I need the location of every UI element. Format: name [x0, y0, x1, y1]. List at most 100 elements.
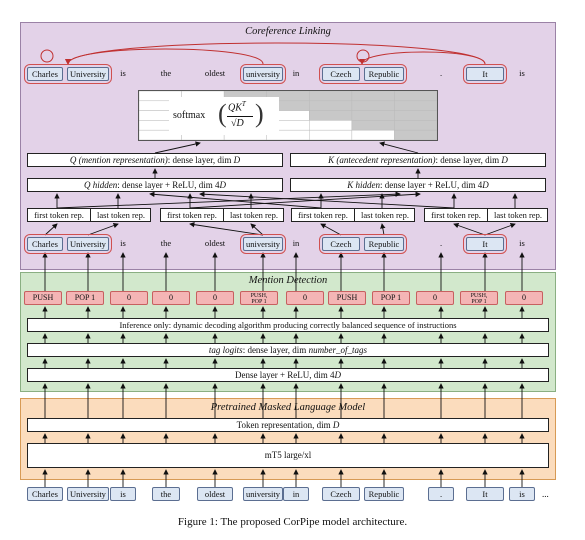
connector [189, 222, 264, 236]
connector [484, 223, 516, 236]
input-token-the-3: the [152, 487, 180, 501]
instruction-7: PUSH [328, 291, 366, 305]
bottom-token-czech-7: Czech [322, 237, 360, 251]
connector [380, 223, 386, 236]
input-token-republic-8: Republic [364, 487, 404, 501]
mention-detection-title: Mention Detection [248, 275, 328, 286]
q-hidden-layer: Q hidden: dense layer + ReLU, dim 4D [27, 178, 283, 192]
dense-relu-layer: Dense layer + ReLU, dim 4D [27, 368, 549, 382]
tag-logits-layer: tag logits: dense layer, dim number_of_t… [27, 343, 549, 357]
top-token-is-2: is [120, 68, 126, 78]
coreference-arc [65, 48, 264, 65]
input-token-oldest-4: oldest [197, 487, 233, 501]
bottom-token-oldest-4: oldest [204, 238, 226, 248]
attention-matrix: softmax ( QKT √D ) [138, 90, 438, 141]
top-token-charles-0: Charles [27, 67, 63, 81]
mask-cell [309, 110, 353, 121]
input-token-czech-7: Czech [322, 487, 360, 501]
self-link-loop [356, 49, 370, 63]
bottom-token-charles-0: Charles [27, 237, 63, 251]
mask-cell [351, 129, 395, 140]
instruction-11: 0 [505, 291, 543, 305]
mask-cell [351, 110, 395, 121]
input-token-university-1: University [67, 487, 109, 501]
pretrained-lm-title: Pretrained Masked Language Model [210, 402, 366, 413]
input-token-university-5: university [243, 487, 283, 501]
input-ellipsis: ... [542, 489, 549, 499]
bottom-mention-group-3 [463, 234, 507, 254]
mt5-encoder: mT5 large/xl [27, 443, 549, 468]
token-rep-pair-3: first token rep. last token rep. [424, 208, 548, 222]
input-token-charles-0: Charles [27, 487, 63, 501]
token-rep-pair-1: first token rep. last token rep. [160, 208, 284, 222]
top-token-it-10: It [466, 67, 504, 81]
first-token-rep: first token rep. [167, 210, 217, 220]
mask-cell [309, 120, 353, 131]
connector [379, 141, 419, 154]
coreference-linking-panel: Coreference Linking [20, 22, 556, 270]
mask-cell [394, 110, 437, 121]
top-token-oldest-4: oldest [204, 68, 226, 78]
attention-mask-grid [139, 91, 437, 140]
mask-cell [394, 129, 437, 140]
mask-cell [351, 100, 395, 111]
connector [56, 191, 401, 209]
bottom-mention-group-0 [24, 234, 112, 254]
softmax-numerator: QKT [228, 100, 246, 114]
input-token-is-2: is [110, 487, 136, 501]
coreference-linking-title: Coreference Linking [245, 26, 331, 37]
figure-caption: Figure 1: The proposed CorPipe model arc… [177, 516, 408, 528]
bottom-token-in-6: in [292, 238, 300, 248]
instruction-5: PUSH,POP 1 [240, 291, 278, 305]
connector [44, 223, 58, 236]
first-token-rep: first token rep. [298, 210, 348, 220]
top-token-university-5: university [243, 67, 283, 81]
connector [320, 223, 342, 236]
first-token-rep: first token rep. [34, 210, 84, 220]
instruction-8: POP 1 [372, 291, 410, 305]
top-token-republic-8: Republic [364, 67, 404, 81]
bottom-token-it-10: It [466, 237, 504, 251]
bottom-token-university-5: university [243, 237, 283, 251]
top-mention-group-0 [24, 64, 112, 84]
mask-cell [394, 91, 437, 102]
top-mention-group-1 [240, 64, 286, 84]
mask-cell [394, 120, 437, 131]
instruction-0: PUSH [24, 291, 62, 305]
mask-cell [309, 100, 353, 111]
instruction-3: 0 [152, 291, 190, 305]
connector [189, 191, 421, 209]
bottom-token-republic-8: Republic [364, 237, 404, 251]
instruction-2: 0 [110, 291, 148, 305]
token-representation-layer: Token representation, dim D [27, 418, 549, 432]
instruction-10: PUSH,POP 1 [460, 291, 498, 305]
top-mention-group-2 [319, 64, 407, 84]
connector [250, 223, 264, 236]
coreference-arc [359, 51, 486, 65]
k-representation-layer: K (antecedent representation): dense lay… [290, 153, 546, 167]
bottom-token-the-3: the [160, 238, 172, 248]
mask-cell [394, 100, 437, 111]
last-token-rep: last token rep. [487, 209, 548, 221]
softmax-denominator: √D [231, 118, 244, 129]
top-token-the-3: the [160, 68, 172, 78]
top-token-is-11: is [519, 68, 525, 78]
bottom-mention-group-2 [319, 234, 407, 254]
token-rep-pair-2: first token rep.last token rep. [291, 208, 415, 222]
input-token-is-11: is [509, 487, 535, 501]
bottom-token-is-2: is [120, 238, 126, 248]
connector [453, 222, 486, 236]
mask-cell [309, 91, 353, 102]
instruction-1: POP 1 [66, 291, 104, 305]
bottom-token-period-9: . [439, 238, 443, 248]
instruction-6: 0 [286, 291, 324, 305]
bottom-token-university-1: University [67, 237, 109, 251]
first-token-rep: first token rep. [431, 210, 481, 220]
last-token-rep: last token rep. [223, 209, 284, 221]
bottom-mention-group-1 [240, 234, 286, 254]
softmax-label: softmax [173, 110, 206, 121]
instruction-4: 0 [196, 291, 234, 305]
instruction-9: 0 [416, 291, 454, 305]
last-token-rep: last token rep. [90, 209, 151, 221]
